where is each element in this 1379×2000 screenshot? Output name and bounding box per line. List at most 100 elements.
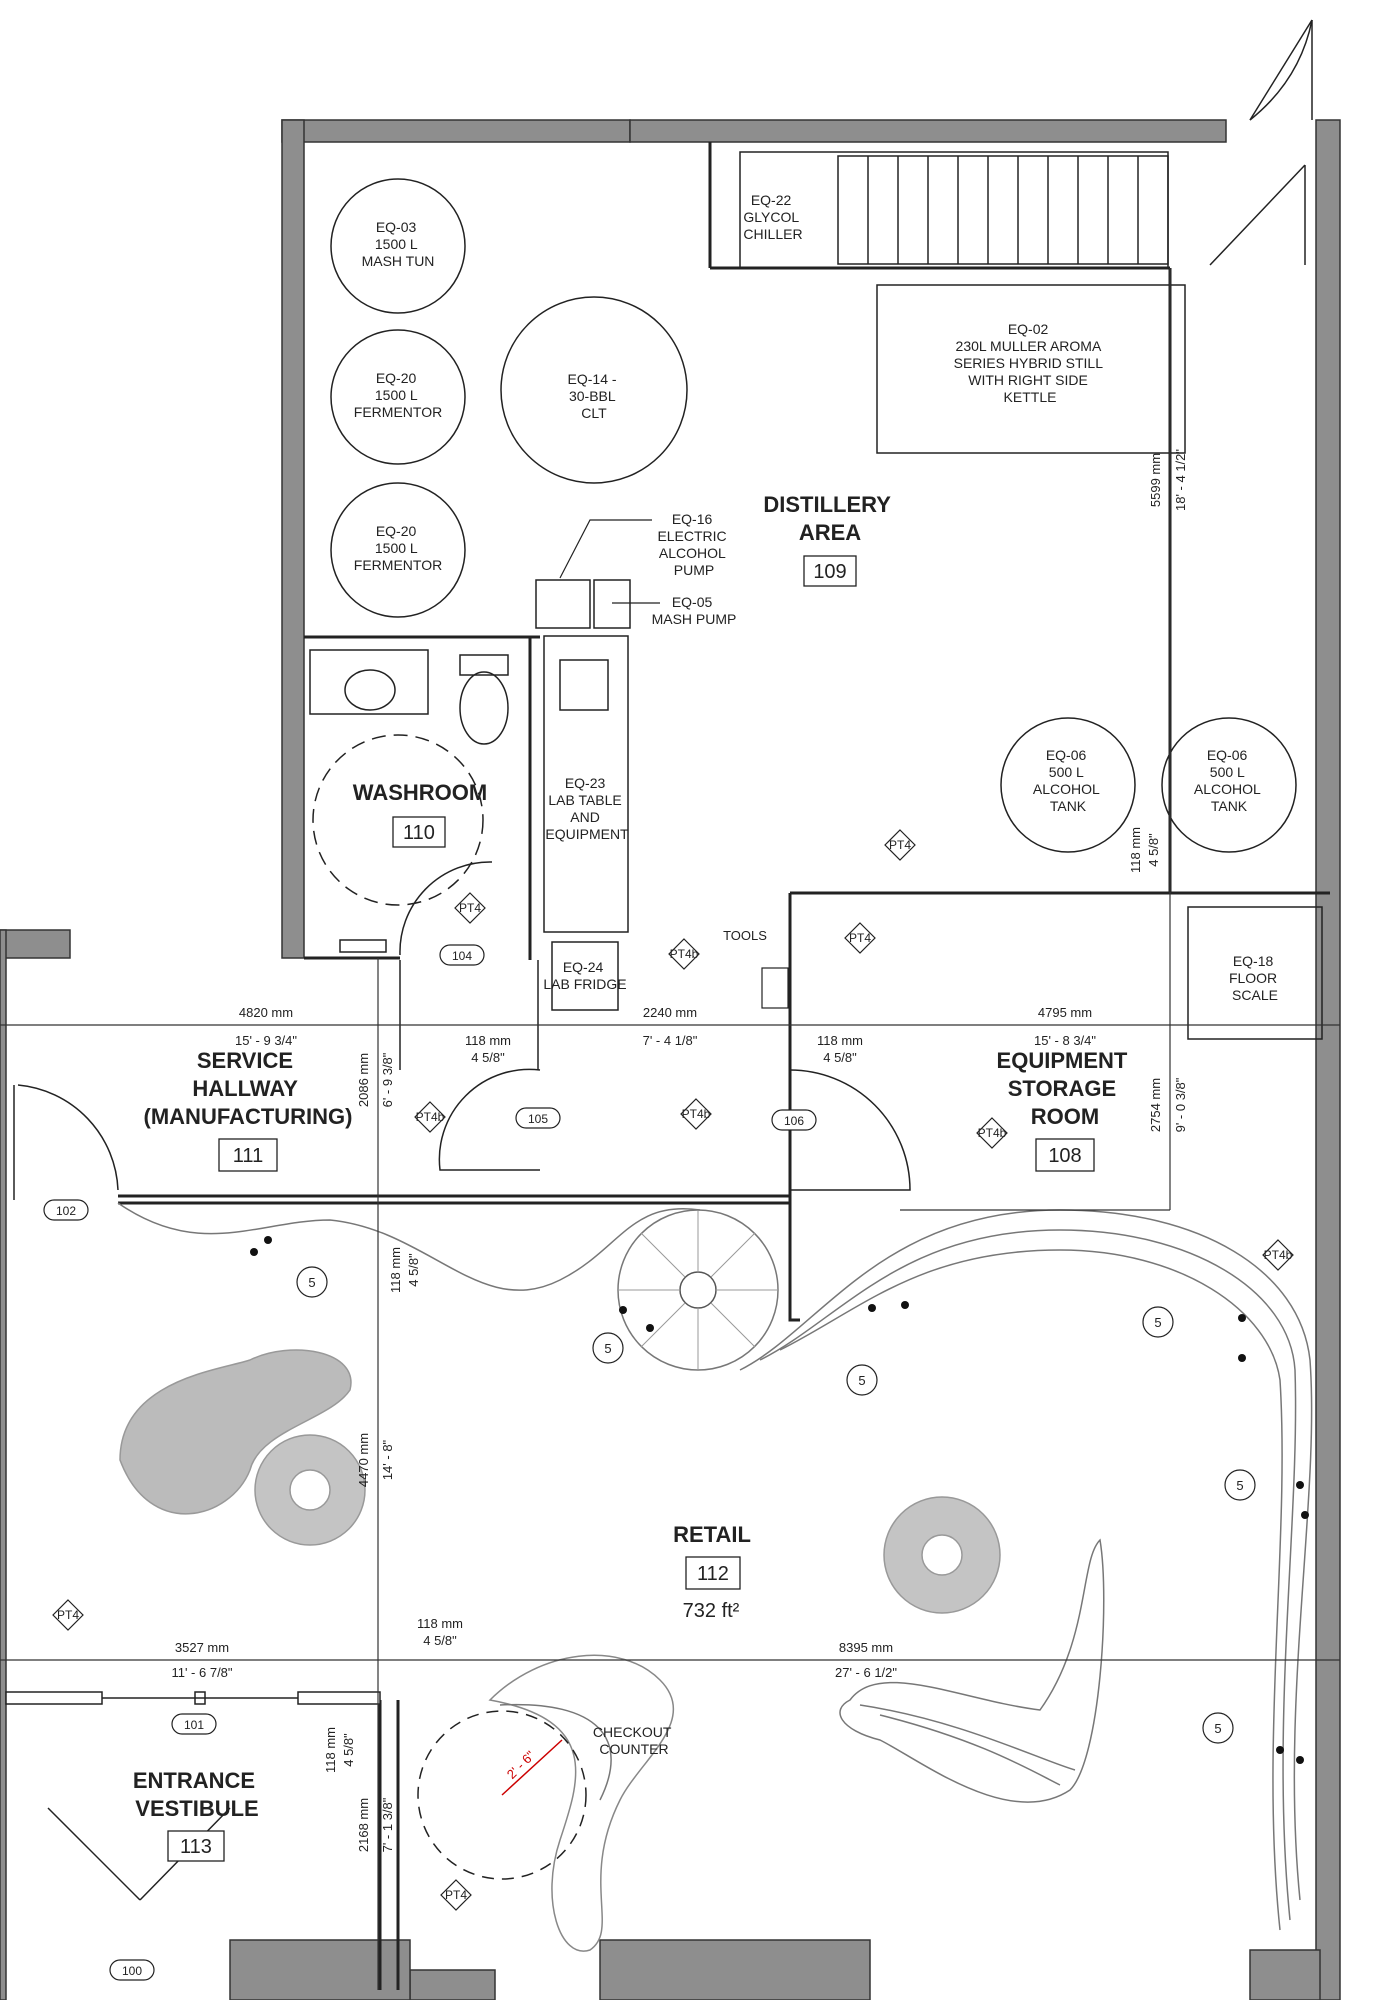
dim-4470-metric: 4470 mm (356, 1433, 371, 1487)
eq02-line3: WITH RIGHT SIDE (968, 372, 1088, 388)
fermentor-tank-1 (330, 329, 466, 465)
dim-2086-metric: 2086 mm (356, 1053, 371, 1107)
room-distillery-line1: DISTILLERY (763, 492, 891, 517)
finish-tag-pt4b-1: PT4b (670, 947, 699, 961)
finish-tag-pt4-2: PT4 (459, 901, 481, 915)
room-equipment-number: 108 (1048, 1145, 1081, 1167)
floor-scale (1187, 906, 1323, 1040)
eq20b-desc: FERMENTOR (354, 557, 442, 573)
room-retail-area: 732 ft² (683, 1600, 740, 1622)
eq02-line1: 230L MULLER AROMA (956, 338, 1102, 354)
eq06a-line1: ALCOHOL (1033, 781, 1100, 797)
dim-2168-imperial: 7' - 1 3/8" (380, 1797, 395, 1852)
finish-tag-pt4b-2: PT4b (416, 1110, 445, 1124)
eq24-label: EQ-24 LAB FRIDGE (543, 959, 626, 992)
eq03-id: EQ-03 (376, 219, 417, 235)
dim-3527-imperial: 11' - 6 7/8" (171, 1665, 232, 1680)
dim-4820-imperial: 15' - 9 3/4" (235, 1033, 297, 1048)
room-equipment-line2: STORAGE (1008, 1076, 1116, 1101)
eq03-size: 1500 L (375, 236, 418, 252)
eq16-line1: ELECTRIC (657, 528, 726, 544)
room-retail-name: RETAIL (673, 1522, 751, 1547)
detail-callout-4: 5 (1154, 1315, 1161, 1330)
eq18-id: EQ-18 (1233, 953, 1274, 969)
eq03-desc: MASH TUN (362, 253, 435, 269)
dim-2754-imperial: 9' - 0 3/8" (1173, 1077, 1188, 1132)
dim-2168-metric: 2168 mm (356, 1798, 371, 1852)
eq06b-line1: ALCOHOL (1194, 781, 1261, 797)
room-equipment-number-box (1035, 1138, 1095, 1172)
eq20a-id: EQ-20 (376, 370, 417, 386)
eq20b-size: 1500 L (375, 540, 418, 556)
eq06b-size: 500 L (1210, 764, 1245, 780)
room-retail-line1: RETAIL (673, 1522, 751, 1547)
finish-tag-pt4-3: PT4 (849, 931, 871, 945)
eq18-line1: FLOOR (1229, 970, 1277, 986)
eq24-id: EQ-24 (563, 959, 604, 975)
eq23-label: EQ-23 LAB TABLE AND EQUIPMENT (545, 775, 629, 842)
still (876, 284, 1186, 454)
eq02-line4: KETTLE (1004, 389, 1057, 405)
eq06a-line2: TANK (1050, 798, 1087, 814)
door-106: 106 (784, 1114, 804, 1128)
room-service-line3: (MANUFACTURING) (144, 1104, 353, 1129)
eq16-label: EQ-16 ELECTRIC ALCOHOL PUMP (657, 511, 730, 578)
eq20a-size: 1500 L (375, 387, 418, 403)
exterior-door-top-right (1209, 19, 1313, 266)
room-service-line2: HALLWAY (192, 1076, 298, 1101)
eq02-line2: SERIES HYBRID STILL (954, 355, 1104, 371)
dim-118-bottom-imperial: 4 5/8" (423, 1633, 457, 1648)
eq05-label: EQ-05 MASH PUMP (652, 594, 737, 627)
dim-2754-metric: 2754 mm (1148, 1078, 1163, 1132)
dim-118-left-imperial: 4 5/8" (471, 1050, 505, 1065)
eq23-line1: LAB TABLE (548, 792, 621, 808)
dim-3527-metric: 3527 mm (175, 1640, 229, 1655)
dim-118-right-metric: 118 mm (817, 1033, 863, 1048)
room-service-line1: SERVICE (197, 1048, 293, 1073)
dim-118-hall-metric: 118 mm (388, 1247, 403, 1293)
checkout-label: CHECKOUT COUNTER (593, 1724, 675, 1757)
dim-5599-imperial: 18' - 4 1/2" (1173, 449, 1188, 511)
room-washroom-number: 110 (403, 822, 435, 844)
electric-pump (535, 579, 591, 629)
room-equipment-line1: EQUIPMENT (997, 1048, 1128, 1073)
door-104: 104 (452, 949, 472, 963)
door-105: 105 (528, 1112, 548, 1126)
dim-4470-imperial: 14' - 8" (380, 1439, 395, 1480)
room-vestibule-line2: VESTIBULE (135, 1796, 258, 1821)
room-distillery-line2: AREA (799, 520, 861, 545)
eq20a-desc: FERMENTOR (354, 404, 442, 420)
room-washroom-name: WASHROOM (353, 780, 487, 805)
eq02-id: EQ-02 (1008, 321, 1049, 337)
eq16-line2: ALCOHOL (659, 545, 726, 561)
eq22-id: EQ-22 (751, 192, 792, 208)
alcohol-tank-1 (1000, 717, 1136, 853)
finish-tag-pt4-5: PT4 (445, 1888, 467, 1902)
room-retail-number: 112 (697, 1563, 729, 1585)
dimension-lines (0, 268, 1340, 1990)
room-equipment-name: EQUIPMENT STORAGE ROOM (997, 1048, 1134, 1129)
dim-118-hall-imperial: 4 5/8" (406, 1253, 421, 1287)
eq23-id: EQ-23 (565, 775, 606, 791)
detail-callout-1: 5 (308, 1275, 315, 1290)
eq06b-line2: TANK (1211, 798, 1248, 814)
walls (0, 119, 1341, 2000)
room-distillery-number-box (803, 555, 857, 587)
eq16-line3: PUMP (674, 562, 714, 578)
eq22-desc: CHILLER (743, 226, 802, 242)
eq18-label: EQ-18 FLOOR SCALE (1229, 953, 1281, 1003)
room-vestibule-name: ENTRANCE VESTIBULE (133, 1768, 261, 1821)
eq16-leader (559, 519, 652, 579)
mash-tun-tank (330, 178, 466, 314)
eq16-id: EQ-16 (672, 511, 713, 527)
lab-fridge (551, 941, 619, 1011)
room-distillery-number: 109 (813, 561, 846, 583)
door-102: 102 (56, 1204, 76, 1218)
eq22-label: EQ-22 GLYCOL CHILLER (743, 192, 802, 242)
dim-4795-imperial: 15' - 8 3/4" (1034, 1033, 1096, 1048)
equipment (330, 178, 1323, 1040)
lab-table (543, 635, 629, 933)
detail-callout-2: 5 (604, 1341, 611, 1356)
detail-callout-3: 5 (858, 1373, 865, 1388)
